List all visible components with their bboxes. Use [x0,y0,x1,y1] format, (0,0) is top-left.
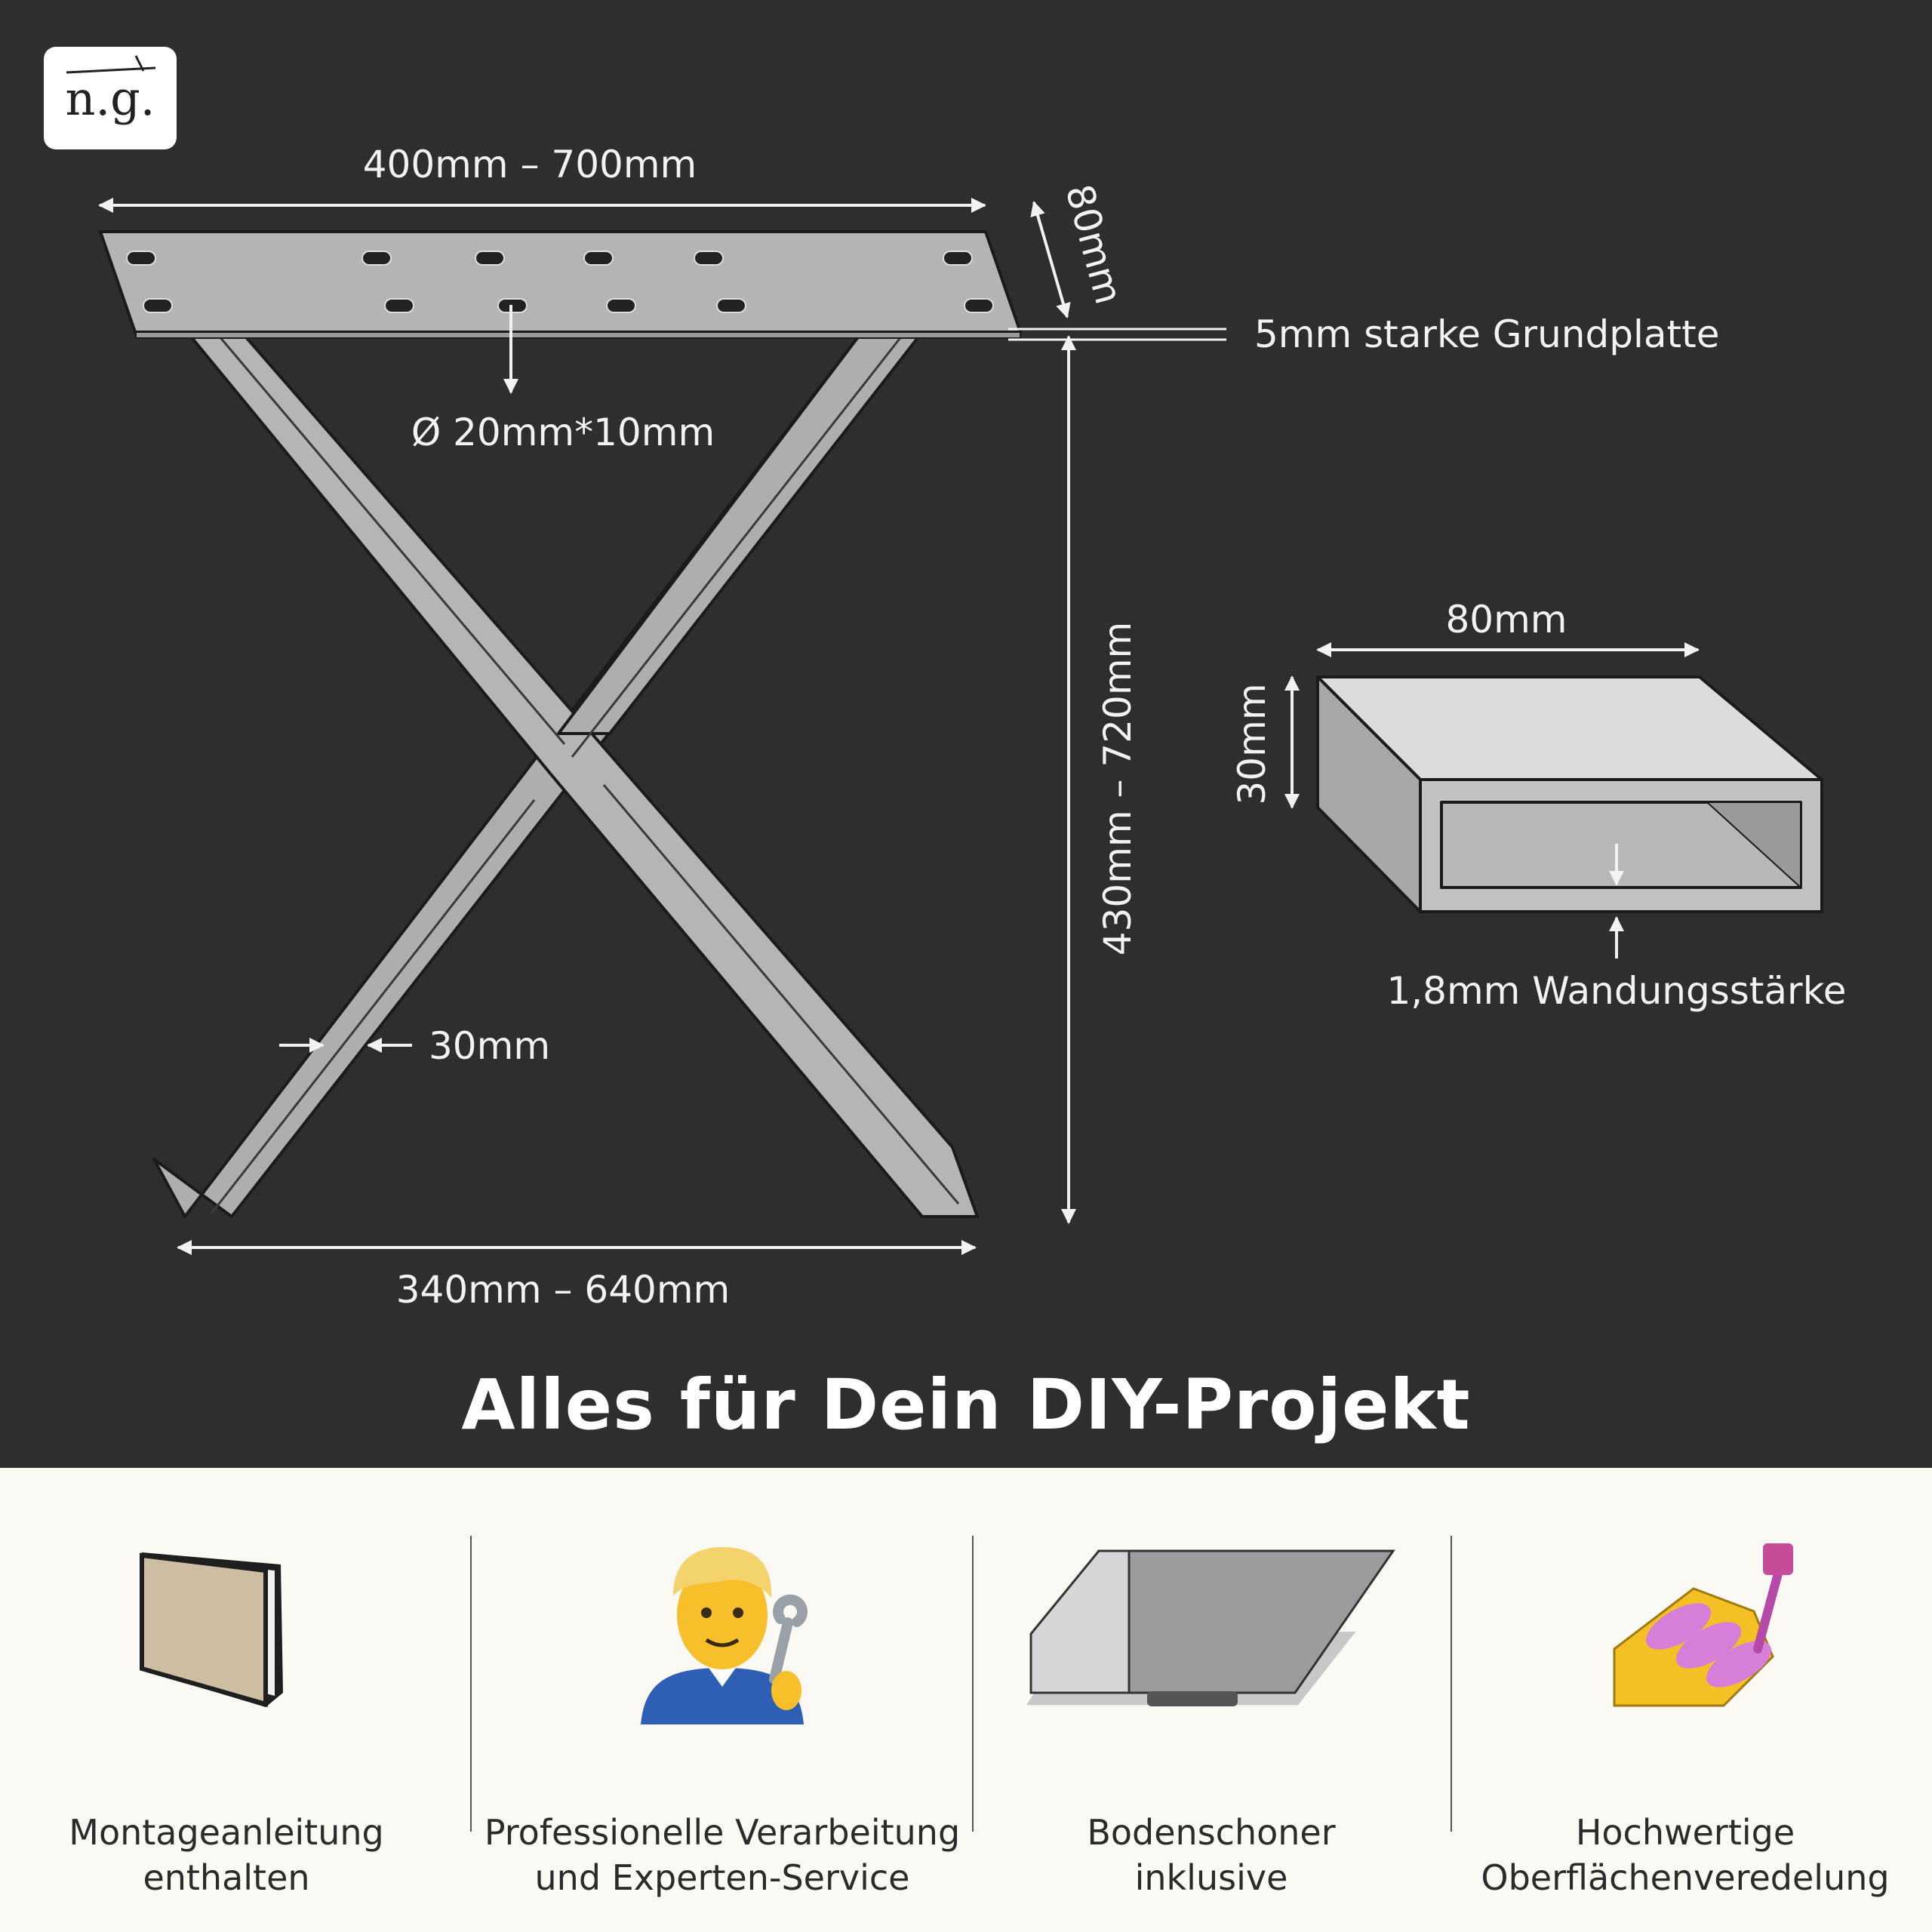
leg-bar-right-top [557,331,924,735]
headline: Alles für Dein DIY-Projekt [461,1364,1471,1445]
slot-holes [126,251,994,313]
feature-manual: Montageanleitung enthalten [0,1468,453,1932]
bottom-width-label: 340mm – 640mm [396,1268,730,1312]
feature-panel: Montageanleitung enthalten Professionell… [0,1468,1932,1932]
plate-thickness-label: 5mm starke Grundplatte [1254,312,1719,356]
divider [470,1536,472,1832]
plate-depth-label: 80mm [1057,180,1131,309]
feature-caption: Montageanleitung enthalten [0,1810,453,1900]
feature-caption: Professionelle Verarbeitung und Experten… [471,1810,974,1900]
caption-line: und Experten-Service [534,1857,910,1898]
top-width-label: 400mm – 700mm [363,143,697,186]
caption-line: inklusive [1134,1857,1288,1898]
caption-line: enthalten [143,1857,310,1898]
height-label: 430mm – 720mm [1096,622,1140,955]
caption-line: Bodenschoner [1087,1812,1336,1853]
wall-thickness-label: 1,8mm Wandungsstärke [1386,969,1846,1013]
caption-line: Oberflächenveredelung [1481,1857,1890,1898]
tube-profile [1316,675,1823,913]
dimension-diagram: 400mm – 700mm 80mm 5mm starke Grundplatt… [98,143,1847,1312]
divider [972,1536,974,1832]
feature-caption: Bodenschoner inklusive [974,1810,1449,1900]
feature-floor-protector: Bodenschoner inklusive [974,1468,1449,1932]
plate-depth-arrow [1030,201,1071,318]
divider [1451,1536,1452,1832]
caption-line: Montageanleitung [69,1812,384,1853]
logo-stroke-icon [66,55,156,74]
feature-coating: Hochwertige Oberflächenveredelung [1452,1468,1918,1932]
brand-logo: n.g. [44,47,177,149]
feature-caption: Hochwertige Oberflächenveredelung [1452,1810,1918,1900]
x-table-leg [152,331,979,1218]
mounting-plate [98,230,1023,339]
logo-text: n.g. [65,70,155,126]
caption-line: Professionelle Verarbeitung [484,1812,961,1853]
coating-icon [1613,1543,1793,1707]
tube-height-label: 30mm [1230,683,1274,804]
profile-width-label: 30mm [429,1024,550,1068]
tube-width-label: 80mm [1445,598,1567,641]
floor-protector-icon [1026,1549,1395,1706]
book-icon [140,1552,283,1707]
feature-service: Professionelle Verarbeitung und Experten… [471,1468,974,1932]
hole-label: Ø 20mm*10mm [411,411,715,454]
caption-line: Hochwertige [1575,1812,1795,1853]
mechanic-icon [641,1547,808,1724]
